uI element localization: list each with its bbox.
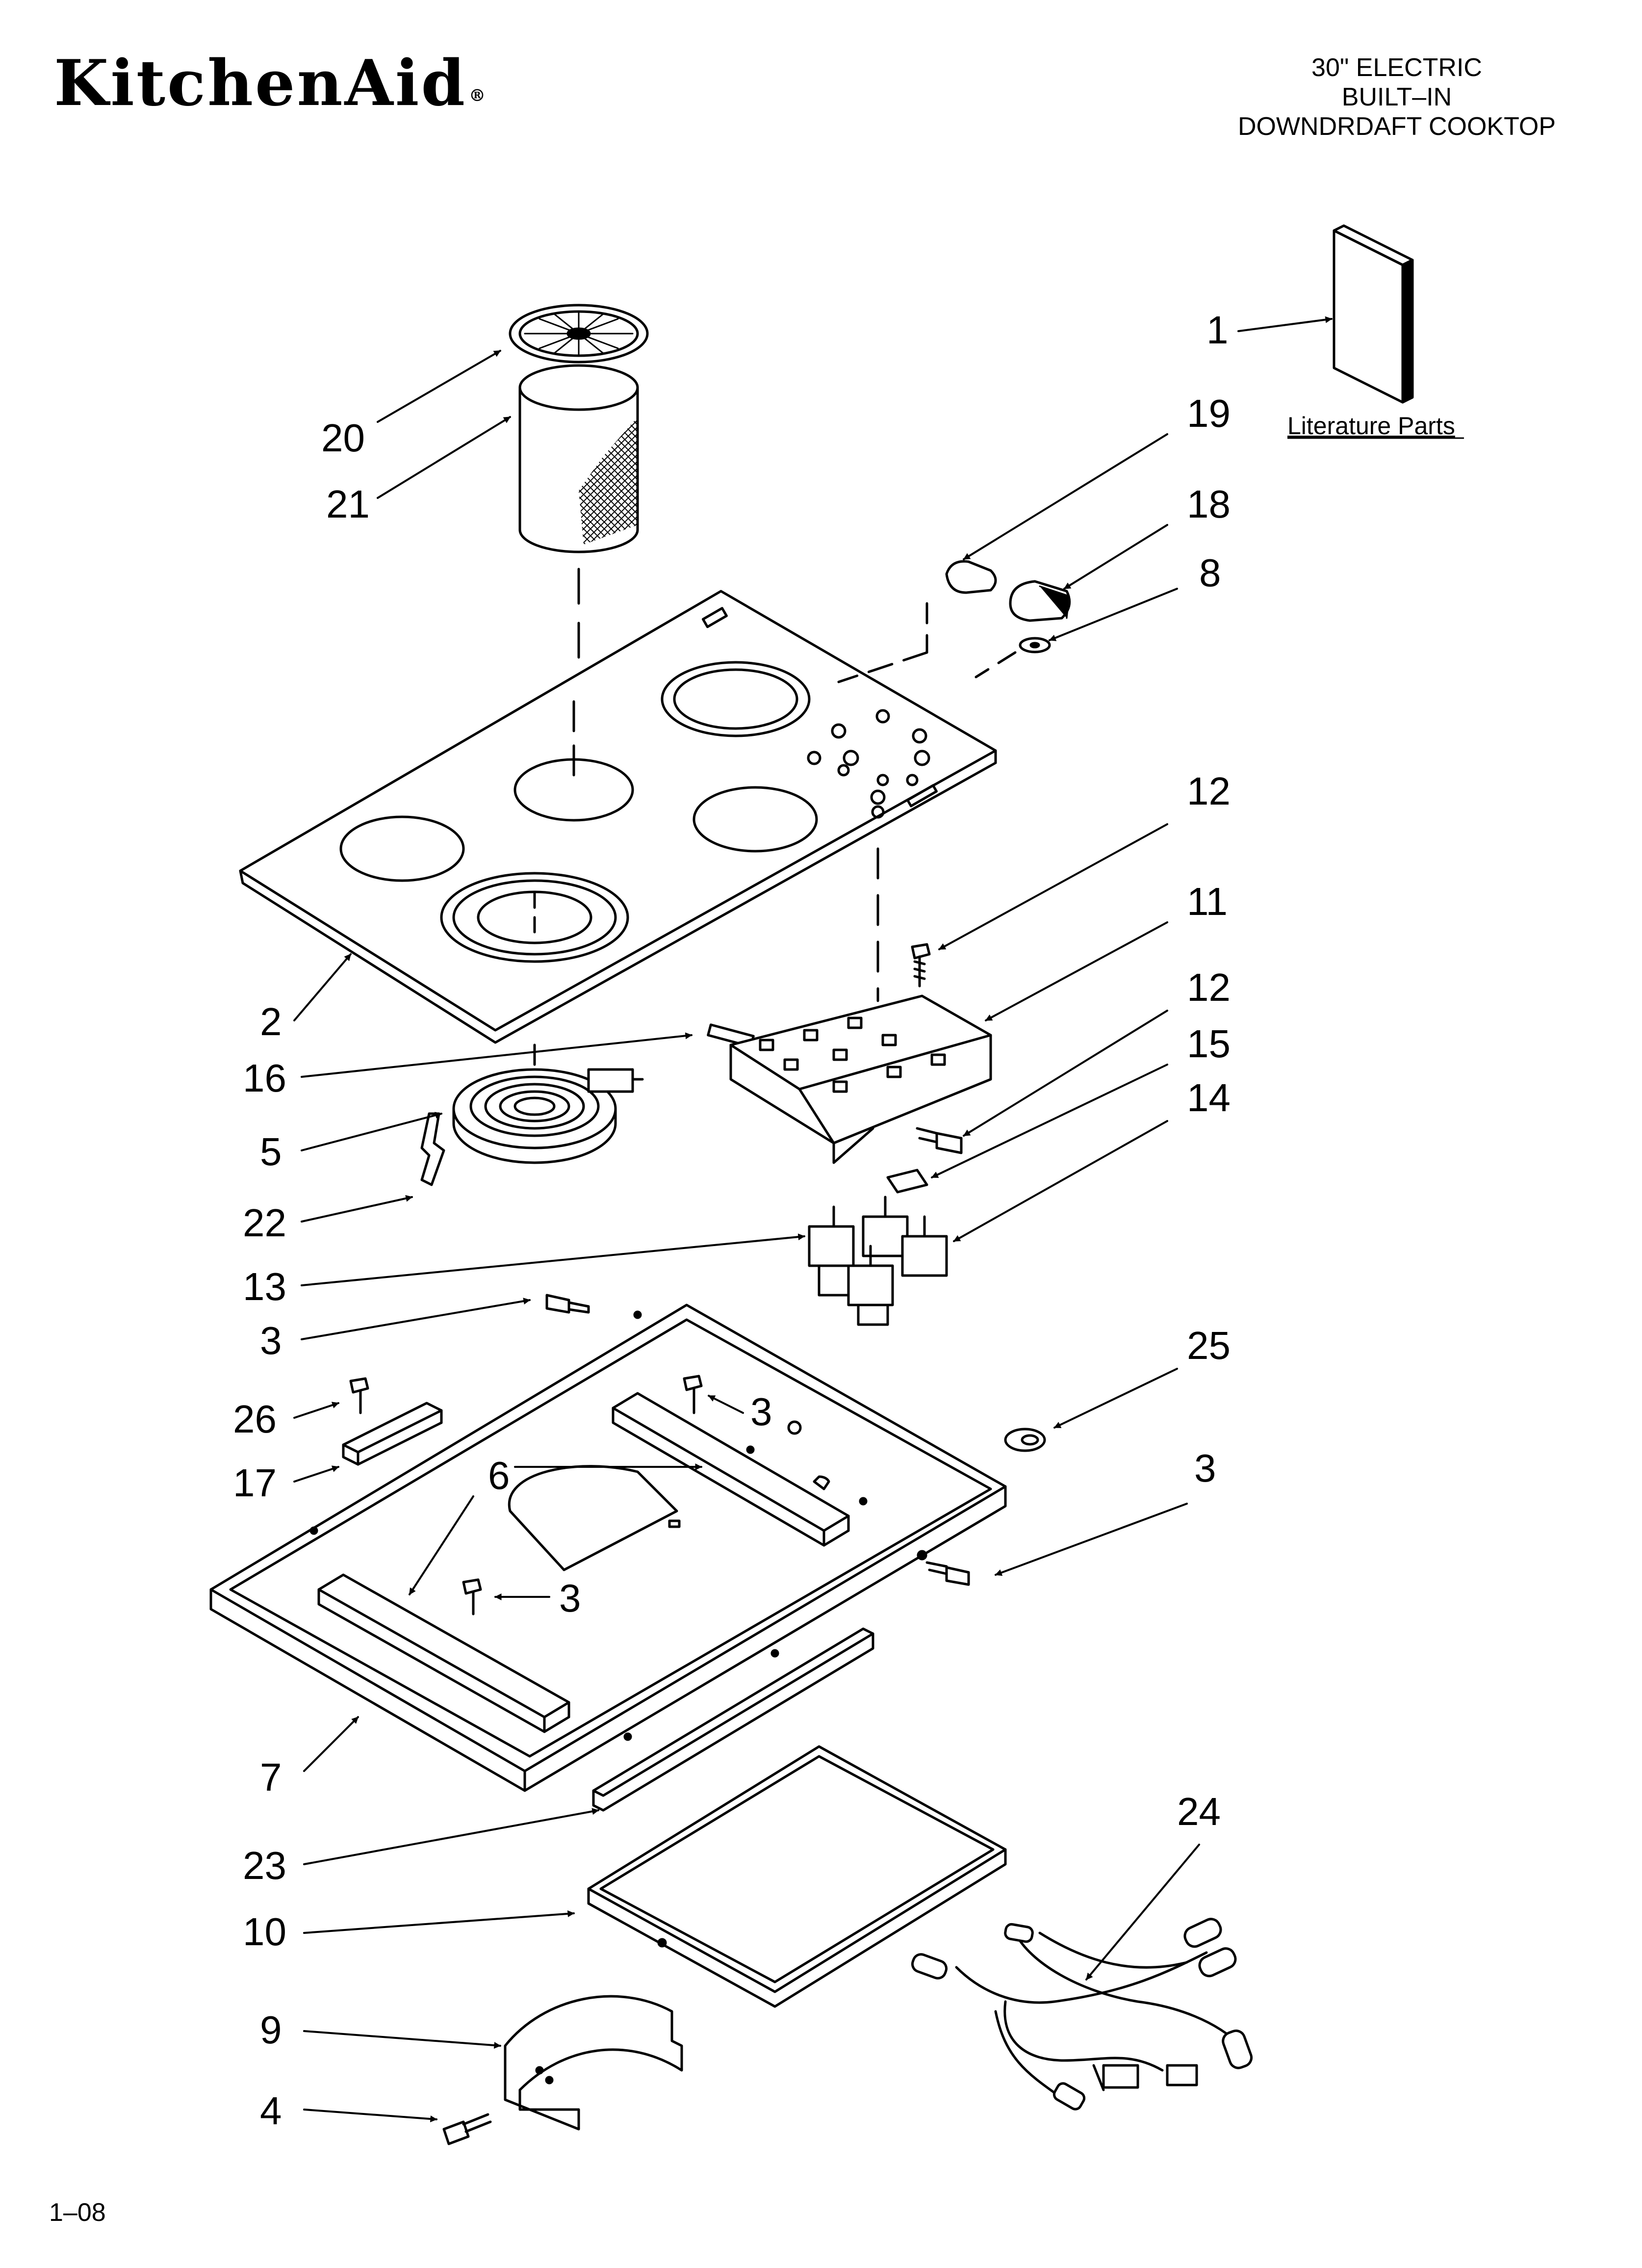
mounting-frame: [587, 1745, 1007, 2008]
screw-top: [911, 943, 931, 988]
literature-parts-label: Literature Parts: [1287, 412, 1455, 440]
radiant-element: [452, 1068, 644, 1164]
knob-washer: [1019, 637, 1051, 653]
callout-14: 14: [1187, 1076, 1231, 1120]
control-knob-small: [925, 560, 997, 654]
callout-4: 4: [260, 2089, 282, 2133]
callout-8: 8: [1199, 551, 1221, 595]
title-line-1: 30" ELECTRIC: [1311, 53, 1482, 82]
screw-3b: [683, 1375, 703, 1414]
leader-lines: [293, 316, 1333, 2123]
element-clip: [420, 1112, 445, 1186]
small-bracket: [342, 1402, 443, 1466]
page-code: 1–08: [49, 2198, 106, 2227]
wire-harness: [911, 1918, 1253, 2111]
callout-1: 1: [1206, 308, 1229, 352]
bracket-right: [612, 1392, 850, 1547]
callout-3-bracket-right: 3: [750, 1390, 772, 1434]
base-pan: [209, 1303, 1007, 1792]
callout-22: 22: [243, 1201, 286, 1245]
callout-6: 6: [488, 1454, 510, 1497]
screw-26: [349, 1377, 369, 1414]
registered-mark: ®: [468, 86, 487, 105]
callout-10: 10: [243, 1910, 286, 1954]
callout-17: 17: [233, 1461, 277, 1505]
callout-15: 15: [1187, 1022, 1231, 1066]
grommet: [1004, 1428, 1046, 1452]
callout-3-right: 3: [1194, 1446, 1216, 1490]
infinite-switches: [808, 1196, 948, 1326]
callout-24: 24: [1177, 1790, 1221, 1833]
control-bracket: [729, 994, 992, 1164]
brand-name: KitchenAid: [54, 47, 467, 120]
heat-shield: [504, 1995, 683, 2131]
callout-13: 13: [243, 1265, 286, 1308]
callout-21: 21: [326, 482, 370, 526]
callout-26: 26: [233, 1397, 277, 1441]
callout-7: 7: [260, 1755, 282, 1799]
callout-25: 25: [1187, 1324, 1231, 1367]
glass-cooktop: [239, 590, 1017, 1110]
callout-11: 11: [1187, 880, 1228, 923]
document-title: 30" ELECTRIC BUILT–IN DOWNDRDAFT COOKTOP: [1201, 53, 1593, 141]
callout-5: 5: [260, 1130, 282, 1173]
callout-12-top: 12: [1187, 769, 1231, 813]
screw-3c: [462, 1578, 482, 1616]
callout-2: 2: [260, 1000, 282, 1043]
switch-plate: [886, 1169, 928, 1194]
callout-20: 20: [321, 416, 365, 460]
screw-4: [442, 2113, 492, 2145]
callout-16: 16: [243, 1056, 286, 1100]
screw-3d: [925, 1561, 970, 1586]
bracket-left: [317, 1573, 570, 1733]
trim-channel: [592, 1627, 874, 1812]
callout-12-side: 12: [1187, 965, 1231, 1009]
screw-3a: [545, 1294, 590, 1314]
callout-3-upper-left: 3: [260, 1319, 282, 1362]
title-line-3: DOWNDRDAFT COOKTOP: [1237, 112, 1556, 141]
callout-23: 23: [243, 1844, 286, 1887]
callout-19: 19: [1187, 391, 1231, 435]
title-line-2: BUILT–IN: [1341, 83, 1452, 111]
control-knob-large: [1009, 580, 1071, 622]
literature-booklet: [1333, 224, 1414, 404]
callout-9: 9: [260, 2008, 282, 2052]
screw-side: [916, 1127, 963, 1154]
brand-logo: KitchenAid®: [54, 47, 487, 120]
callout-18: 18: [1187, 482, 1231, 526]
vent-filter-cap: [509, 304, 649, 364]
callout-3-bracket-left: 3: [559, 1576, 581, 1620]
